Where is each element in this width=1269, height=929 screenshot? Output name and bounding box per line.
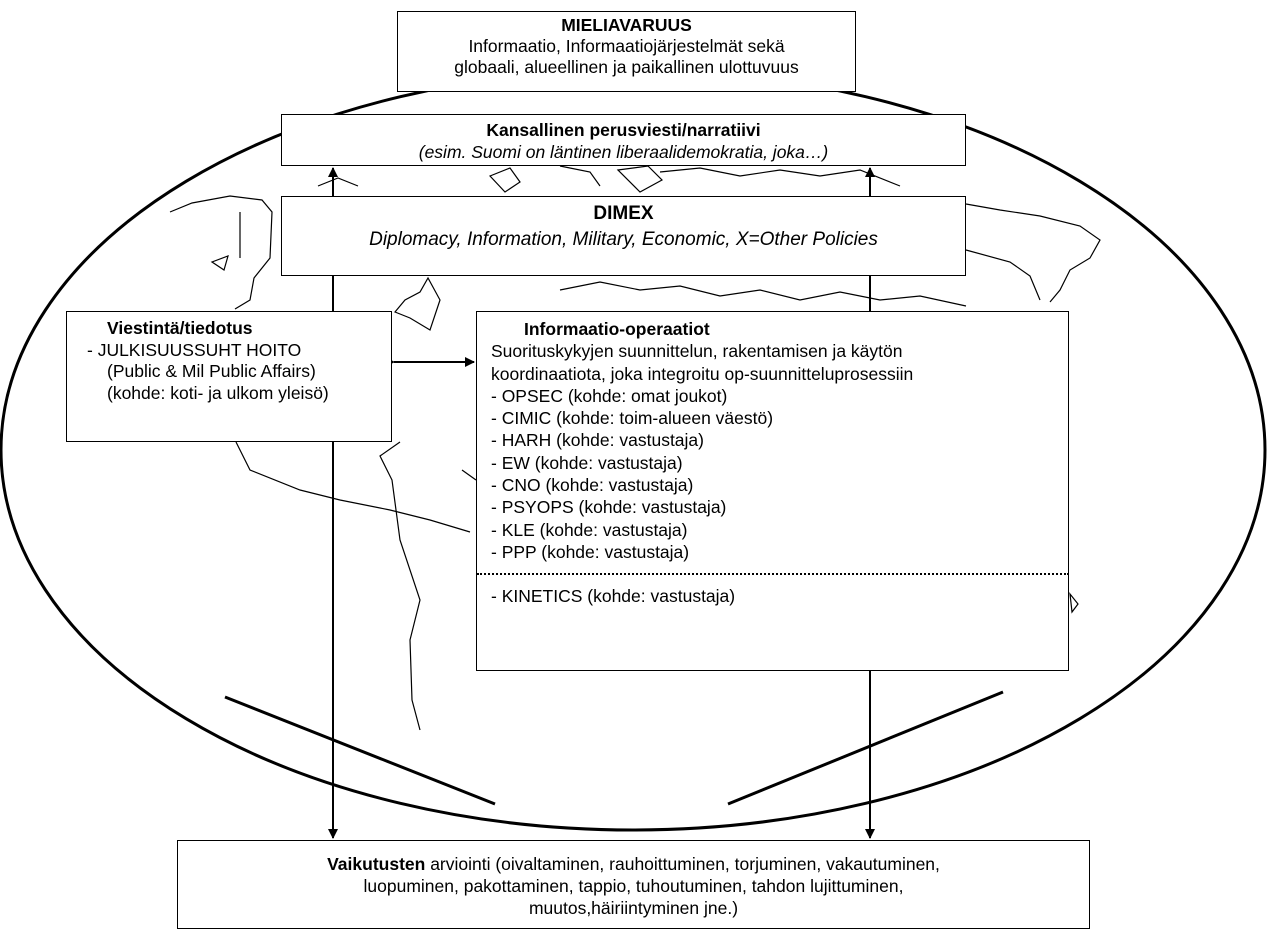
mieliavaruus-box: MIELIAVARUUS Informaatio, Informaatiojär… [397,11,856,92]
vaikutukset-box: Vaikutusten arviointi (oivaltaminen, rau… [177,840,1090,929]
map-greenland [616,165,663,193]
vaikutukset-line1: Vaikutusten arviointi (oivaltaminen, rau… [178,853,1089,875]
ellipse-tails [224,690,1004,806]
info-ops-desc1: Suorituskykyjen suunnittelun, rakentamis… [491,341,903,362]
dimex-subtitle: Diplomacy, Information, Military, Econom… [369,229,878,250]
map-north-america [169,195,441,331]
dimex-title: DIMEX [593,203,654,224]
viestinta-line2: (Public & Mil Public Affairs) [107,361,316,381]
map-canada-coast [210,165,601,271]
info-ops-item: - PPP (kohde: vastustaja) [491,541,690,562]
tail-right [727,690,1004,806]
info-ops-item: - CNO (kohde: vastustaja) [491,475,694,496]
info-ops-item: - CIMIC (kohde: toim-alueen väestö) [491,408,774,429]
dimex-box: DIMEX Diplomacy, Information, Military, … [281,196,966,276]
narrative-title: Kansallinen perusviesti/narratiivi [486,120,761,140]
viestinta-title: Viestintä/tiedotus [107,318,253,338]
viestinta-line1: - JULKISUUSSUHT HOITO [87,339,302,360]
map-eurasia [559,167,1101,307]
viestinta-box: Viestintä/tiedotus - JULKISUUSSUHT HOITO… [66,311,392,442]
mieliavaruus-title: MIELIAVARUUS [561,15,692,35]
info-ops-item: - OPSEC (kohde: omat joukot) [491,385,728,406]
map-south-america [379,441,477,731]
mieliavaruus-line1: Informaatio, Informaatiojärjestelmät sek… [468,36,785,56]
dotted-divider [477,573,1069,576]
mieliavaruus-line2: globaali, alueellinen ja paikallinen ulo… [454,57,799,77]
world-map-background [169,165,1101,731]
info-ops-item: - PSYOPS (kohde: vastustaja) [491,497,727,518]
info-ops-desc2: koordinaatiota, joka integroitu op-suunn… [491,363,914,384]
info-ops-item: - KLE (kohde: vastustaja) [491,519,688,540]
viestinta-line3: (kohde: koti- ja ulkom yleisö) [107,382,329,403]
map-islands [1069,592,1079,614]
map-central-america [235,441,471,533]
info-ops-box: Informaatio-operaatiot Suorituskykyjen s… [476,311,1069,671]
narrative-subtitle: (esim. Suomi on läntinen liberaalidemokr… [418,142,829,162]
vaikutukset-bold: Vaikutusten [327,854,426,874]
vaikutukset-line1-rest: arviointi (oivaltaminen, rauhoittuminen,… [425,854,940,874]
narrative-box: Kansallinen perusviesti/narratiivi (esim… [281,114,966,166]
tail-left [224,695,496,806]
info-ops-item: - EW (kohde: vastustaja) [491,452,683,473]
vaikutukset-line2: luopuminen, pakottaminen, tappio, tuhout… [363,876,904,896]
info-ops-kinetics: - KINETICS (kohde: vastustaja) [491,586,736,607]
info-ops-item: - HARH (kohde: vastustaja) [491,430,704,451]
info-ops-title: Informaatio-operaatiot [524,319,710,339]
vaikutukset-line3: muutos,häiriintyminen jne.) [528,898,739,918]
